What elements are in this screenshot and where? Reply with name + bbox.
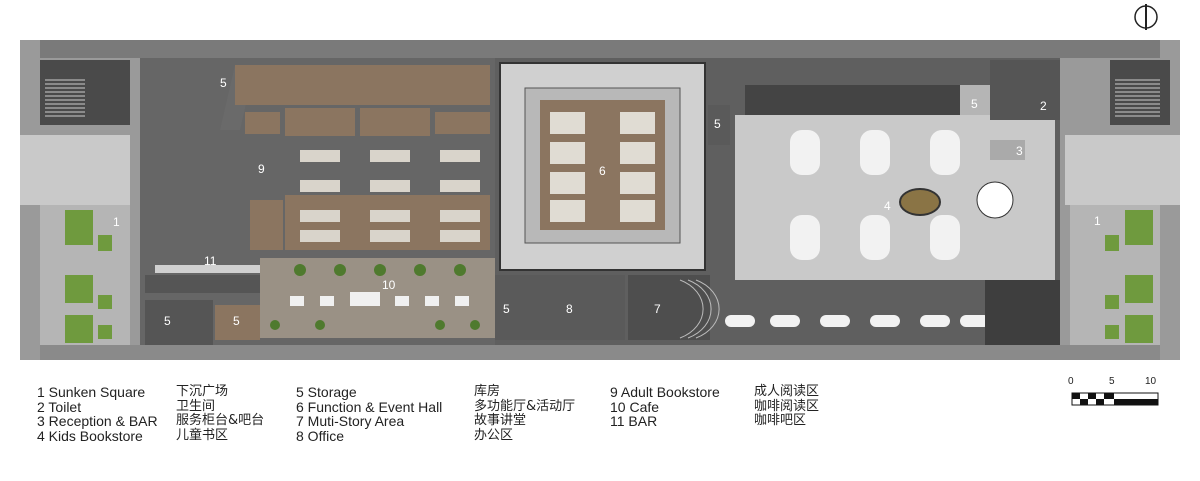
room-label-5-sw: 5 xyxy=(164,314,171,328)
room-label-5-ne: 5 xyxy=(971,97,978,111)
reception-bar xyxy=(990,140,1025,160)
storage-5-center xyxy=(495,275,520,340)
room-label-6: 6 xyxy=(599,164,606,178)
east-dark-block xyxy=(985,280,1060,345)
room-label-11: 11 xyxy=(204,254,217,268)
legend-col3-en: 9 Adult Bookstore 10 Cafe 11 BAR xyxy=(610,385,720,429)
room-label-1-west: 1 xyxy=(113,215,120,229)
story-steps xyxy=(679,279,720,339)
top-strip xyxy=(40,40,1160,58)
storage-5-sw-a xyxy=(145,300,213,345)
room-label-8: 8 xyxy=(566,302,573,316)
toilet-room xyxy=(990,60,1060,120)
scale-label-5: 5 xyxy=(1109,376,1115,387)
legend-item: 成人阅读区 xyxy=(754,384,820,399)
kids-top-shelves xyxy=(745,85,960,115)
room-label-7: 7 xyxy=(654,302,661,316)
room-label-5-hall: 5 xyxy=(714,117,721,131)
kids-bottom-tables xyxy=(725,315,990,327)
legend-item: 咖啡阅读区 xyxy=(754,398,820,414)
cafe-tables xyxy=(290,292,469,306)
east-sunken-square xyxy=(1070,205,1160,345)
east-stair-treads xyxy=(1115,79,1160,117)
room-label-10: 10 xyxy=(382,278,396,292)
bottom-strip xyxy=(40,345,1160,360)
legend-col1-cn: 下沉广场 卫生间 服务柜台&吧台 儿童书区 xyxy=(176,384,265,443)
room-label-5-nw: 5 xyxy=(220,76,227,90)
story-area xyxy=(628,275,710,340)
legend-item: 办公区 xyxy=(474,427,514,443)
cafe-plants xyxy=(270,264,480,330)
shelf-row-3 xyxy=(245,112,280,134)
kids-round-seat xyxy=(976,181,1014,219)
function-hall-tables xyxy=(550,112,655,222)
bar-counter xyxy=(155,265,260,273)
scale-label-0: 0 xyxy=(1068,376,1074,387)
legend-item: 7 Muti-Story Area xyxy=(296,413,405,429)
legend-col2-en: 5 Storage 6 Function & Event Hall 7 Muti… xyxy=(296,385,442,443)
scale-label-10: 10 xyxy=(1145,376,1157,387)
west-sunken-square xyxy=(40,205,130,345)
office-room xyxy=(520,275,625,340)
legend-item: 11 BAR xyxy=(610,413,658,429)
legend-col1-en: 1 Sunken Square 2 Toilet 3 Reception & B… xyxy=(37,385,158,443)
legend-item: 3 Reception & BAR xyxy=(37,413,158,429)
reading-tables xyxy=(300,150,480,242)
legend-col2-cn: 库房 多功能厅&活动厅 故事讲堂 办公区 xyxy=(474,384,576,443)
storage-5-ne xyxy=(960,85,990,115)
legend-item: 4 Kids Bookstore xyxy=(37,427,143,444)
legend-item: 儿童书区 xyxy=(176,427,229,443)
legend-item: 故事讲堂 xyxy=(474,413,527,428)
center-shelves-b xyxy=(250,200,283,250)
west-entrance-corridor xyxy=(20,135,130,205)
legend-item: 多功能厅&活动厅 xyxy=(474,398,576,414)
legend-item: 咖啡吧区 xyxy=(754,413,807,428)
legend-item: 10 Cafe xyxy=(610,398,660,415)
kids-shelf-units xyxy=(790,130,960,260)
legend-item: 1 Sunken Square xyxy=(37,384,146,400)
room-label-5-center: 5 xyxy=(503,302,510,316)
room-label-9: 9 xyxy=(258,162,265,176)
legend-item: 服务柜台&吧台 xyxy=(176,413,265,428)
legend-item: 2 Toilet xyxy=(37,398,82,415)
east-entrance-corridor xyxy=(1065,135,1180,205)
west-stair-treads xyxy=(45,79,85,117)
legend-item: 8 Office xyxy=(296,427,344,444)
legend-item: 5 Storage xyxy=(296,384,357,400)
north-arrow-icon xyxy=(1134,4,1158,30)
room-label-5-sw2: 5 xyxy=(233,314,240,328)
legend-item: 6 Function & Event Hall xyxy=(296,398,443,415)
shelf-row-2 xyxy=(360,108,430,136)
bar-area xyxy=(145,275,260,293)
storage-5-sw-b xyxy=(215,305,260,340)
room-label-4: 4 xyxy=(884,199,891,213)
legend-item: 下沉广场 xyxy=(176,384,229,399)
scale-bar xyxy=(1071,392,1159,406)
legend-item: 库房 xyxy=(474,384,501,399)
storage-5-hall-side xyxy=(708,105,730,145)
kids-center-disc xyxy=(899,188,941,216)
nw-wood-shelves xyxy=(235,65,490,105)
shelf-row-1 xyxy=(285,108,355,136)
room-label-3: 3 xyxy=(1016,144,1023,158)
shelf-row-4 xyxy=(435,112,490,134)
legend-item: 卫生间 xyxy=(176,398,216,414)
legend-col3-cn: 成人阅读区 咖啡阅读区 咖啡吧区 xyxy=(754,384,820,429)
room-label-2: 2 xyxy=(1040,99,1047,113)
legend-item: 9 Adult Bookstore xyxy=(610,384,720,400)
room-label-1-east: 1 xyxy=(1094,214,1101,228)
